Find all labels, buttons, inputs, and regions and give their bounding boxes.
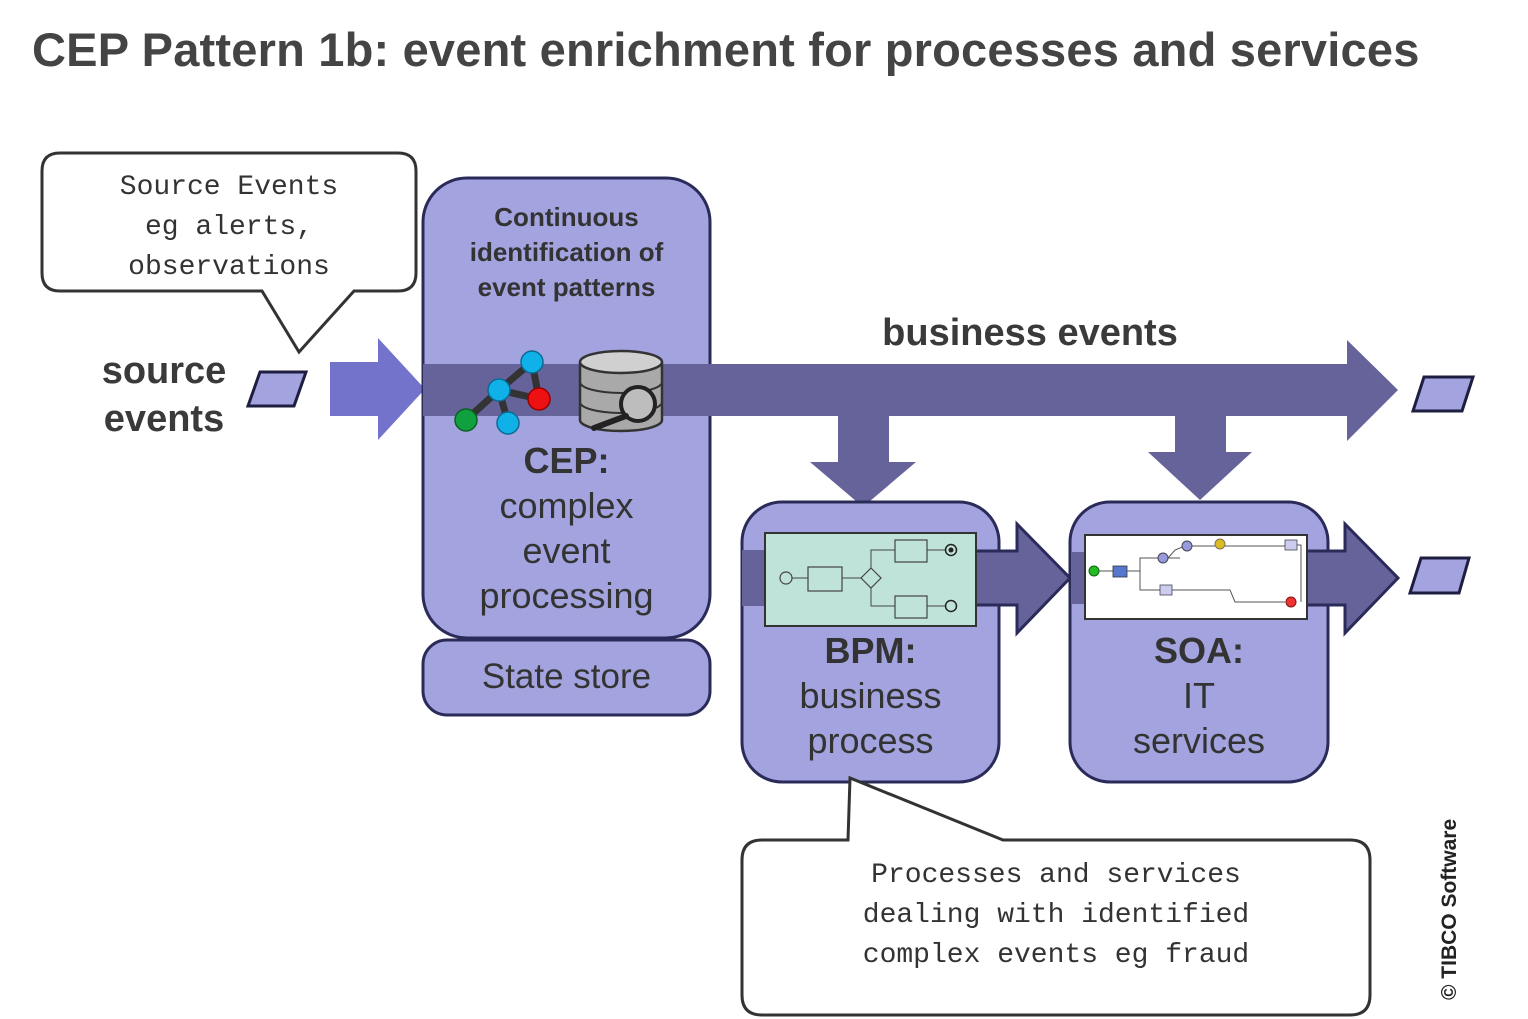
business-events-arrow xyxy=(423,340,1398,441)
soa-label: SOA: IT services xyxy=(1073,628,1325,763)
state-store-box xyxy=(421,638,712,717)
cep-body-line-2: event xyxy=(522,530,611,571)
source-callout-line-2: eg alerts, xyxy=(144,212,314,243)
bpm-body-line-2: process xyxy=(807,720,934,761)
bpm-to-soa-arrow xyxy=(973,520,1073,637)
source-events-callout xyxy=(40,151,418,355)
processes-callout-line-1: Processes and services xyxy=(871,860,1241,891)
down-arrow-bpm xyxy=(810,414,916,507)
source-callout-line-1: Source Events xyxy=(119,172,339,203)
page-title: CEP Pattern 1b: event enrichment for pro… xyxy=(32,23,1420,76)
source-callout-text: Source Events eg alerts, observations xyxy=(44,168,414,288)
cep-caption: Continuous identification of event patte… xyxy=(430,200,703,305)
state-store-label: State store xyxy=(481,657,652,696)
soa-body-line-1: IT xyxy=(1183,675,1215,716)
soa-body-line-2: services xyxy=(1132,720,1266,761)
bpm-body-line-1: business xyxy=(799,675,942,716)
cep-caption-line-1: Continuous xyxy=(494,202,639,232)
down-arrow-soa xyxy=(1148,414,1252,500)
bpm-flow-band xyxy=(742,550,764,606)
cep-caption-line-3: event patterns xyxy=(477,272,656,302)
bpm-process-thumbnail xyxy=(764,532,977,627)
soa-output-arrow xyxy=(1303,520,1401,637)
processes-callout-line-3: complex events eg fraud xyxy=(862,940,1250,971)
bpm-heading: BPM: xyxy=(824,630,917,671)
processes-callout-line-2: dealing with identified xyxy=(862,900,1250,931)
service-output-marker xyxy=(1407,556,1471,595)
pattern-graph-icon xyxy=(454,350,551,435)
cep-heading: CEP: xyxy=(523,440,610,481)
source-events-line-2: events xyxy=(103,398,225,440)
soa-process-thumbnail xyxy=(1084,534,1308,620)
processes-callout xyxy=(740,775,1372,1017)
source-event-marker xyxy=(245,370,309,408)
cep-caption-line-2: identification of xyxy=(469,237,664,267)
database-search-icon xyxy=(578,349,664,433)
source-arrow xyxy=(330,338,425,440)
soa-flow-band xyxy=(1071,552,1087,604)
source-callout-line-3: observations xyxy=(128,252,330,283)
source-events-label: source events xyxy=(78,347,250,443)
cep-label: CEP: complex event processing xyxy=(430,438,703,618)
processes-callout-text: Processes and services dealing with iden… xyxy=(745,856,1367,976)
source-events-line-1: source xyxy=(101,350,227,392)
soa-heading: SOA: xyxy=(1154,630,1244,671)
cep-body-line-3: processing xyxy=(479,575,654,616)
business-events-label: business events xyxy=(882,312,1178,354)
copyright-label: © TIBCO Software xyxy=(1438,818,1461,1000)
business-event-output-marker xyxy=(1410,375,1476,413)
cep-body-line-1: complex xyxy=(499,485,634,526)
bpm-label: BPM: business process xyxy=(745,628,996,763)
